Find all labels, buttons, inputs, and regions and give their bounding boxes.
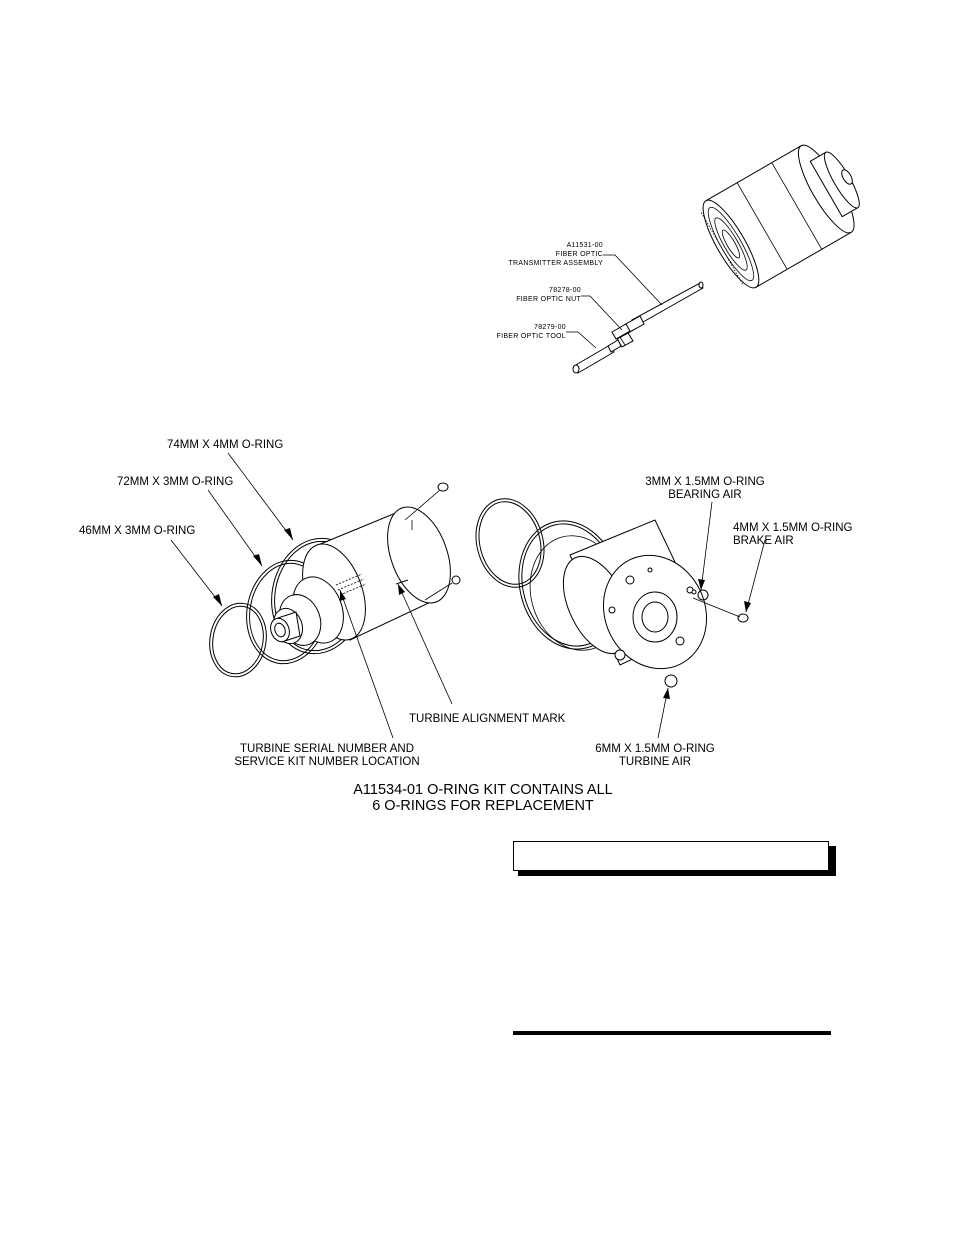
label-serial-2: SERVICE KIT NUMBER LOCATION bbox=[234, 756, 419, 768]
tool-name: FIBER OPTIC TOOL bbox=[497, 333, 567, 340]
transmitter-part-number: A11531-00 bbox=[567, 242, 603, 249]
turbine-housing bbox=[700, 144, 860, 289]
caption-line1: A11534-01 O-RING KIT CONTAINS ALL bbox=[353, 782, 613, 798]
leader-74 bbox=[227, 452, 294, 541]
leader-bearing bbox=[700, 501, 713, 591]
caption-line2: 6 O-RINGS FOR REPLACEMENT bbox=[372, 798, 594, 814]
oring-turbine-air bbox=[664, 674, 678, 688]
horizontal-rule bbox=[513, 1031, 831, 1035]
label-bearing-air-2: BEARING AIR bbox=[668, 489, 742, 501]
fiber-optic-assembly-drawing bbox=[566, 144, 860, 374]
turbine-right-body bbox=[562, 519, 708, 670]
label-oring-74: 74MM X 4MM O-RING bbox=[167, 439, 283, 451]
transmitter-name-line2: TRANSMITTER ASSEMBLY bbox=[508, 260, 603, 267]
label-brake-air-2: BRAKE AIR bbox=[733, 535, 794, 547]
label-brake-air-1: 4MM X 1.5MM O-RING bbox=[733, 522, 853, 534]
tool-part-number: 78279-00 bbox=[534, 324, 566, 331]
label-bearing-air-1: 3MM X 1.5MM O-RING bbox=[645, 476, 765, 488]
fiber-optic-tool bbox=[572, 339, 622, 374]
turbine-left-body bbox=[270, 506, 451, 646]
transmitter-rod bbox=[611, 281, 704, 340]
leader-46 bbox=[170, 539, 223, 607]
nut-part-number: 78278-00 bbox=[549, 287, 581, 294]
transmitter-name-line1: FIBER OPTIC bbox=[556, 251, 603, 258]
label-serial-1: TURBINE SERIAL NUMBER AND bbox=[240, 743, 414, 755]
leader-brake bbox=[745, 539, 766, 613]
note-box bbox=[513, 841, 829, 871]
label-alignment-mark: TURBINE ALIGNMENT MARK bbox=[409, 713, 566, 725]
small-oring-mid bbox=[451, 575, 461, 585]
oring-bearing-air bbox=[697, 589, 709, 601]
small-oring-top bbox=[437, 482, 449, 492]
nut-name: FIBER OPTIC NUT bbox=[516, 296, 581, 303]
label-turbine-air-1: 6MM X 1.5MM O-RING bbox=[595, 743, 715, 755]
exploded-oring-drawing bbox=[170, 452, 766, 739]
oring-46mm bbox=[209, 602, 267, 678]
leader-alignment bbox=[397, 583, 453, 705]
label-turbine-air-2: TURBINE AIR bbox=[619, 756, 691, 768]
leader-serial bbox=[339, 589, 394, 739]
label-oring-46: 46MM X 3MM O-RING bbox=[79, 525, 195, 537]
label-oring-72: 72MM X 3MM O-RING bbox=[117, 476, 233, 488]
oring-brake-air bbox=[737, 613, 749, 623]
leader-72 bbox=[207, 489, 263, 567]
